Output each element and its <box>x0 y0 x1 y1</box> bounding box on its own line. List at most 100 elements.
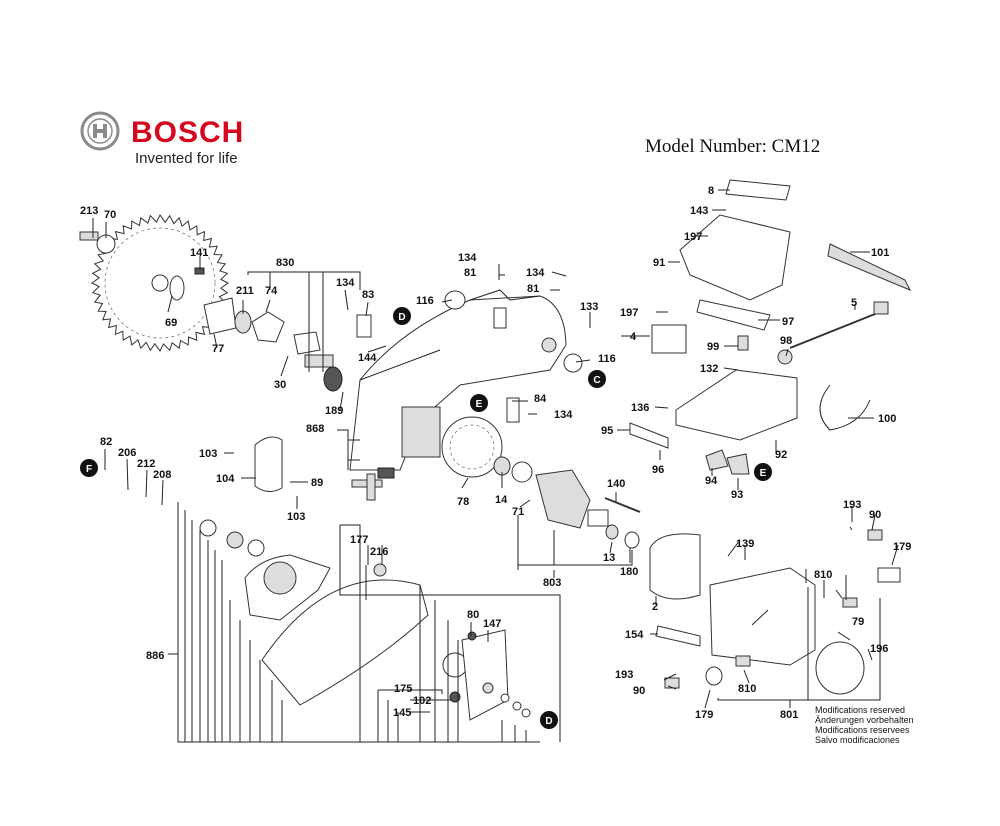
callout-82: 82 <box>100 436 112 448</box>
svg-text:D: D <box>398 312 405 323</box>
callout-5: 5 <box>851 297 857 309</box>
callout-886: 886 <box>146 650 164 662</box>
motor-housing <box>649 529 901 695</box>
callout-133: 133 <box>580 301 598 313</box>
callout-189: 189 <box>325 405 343 417</box>
callout-803: 803 <box>543 577 561 589</box>
callout-80: 80 <box>467 609 479 621</box>
callout-206: 206 <box>118 447 136 459</box>
callout-134-c: 134 <box>526 267 545 279</box>
reference-marker-f: F <box>80 459 98 477</box>
callout-103-b: 103 <box>287 511 305 523</box>
callout-868: 868 <box>306 423 324 435</box>
callout-830: 830 <box>276 257 294 269</box>
callout-211: 211 <box>236 285 254 297</box>
switch-handle-cover <box>629 179 912 475</box>
reference-markers: D C E F E D <box>80 307 772 729</box>
callout-145: 145 <box>393 707 411 719</box>
callout-103-a: 103 <box>199 448 217 460</box>
callout-8: 8 <box>708 185 714 197</box>
motor-armature <box>441 416 641 549</box>
modifications-notice: Modifications reserved Änderungen vorbeh… <box>815 705 914 745</box>
callout-104: 104 <box>216 473 235 485</box>
callout-69: 69 <box>165 317 177 329</box>
callout-30: 30 <box>274 379 286 391</box>
callout-84: 84 <box>534 393 547 405</box>
callout-92: 92 <box>775 449 787 461</box>
svg-text:E: E <box>476 399 483 410</box>
callout-90-a: 90 <box>869 509 881 521</box>
callout-810-b: 810 <box>738 683 756 695</box>
part-callouts: 213 70 141 69 830 211 74 77 30 134 83 11… <box>80 185 911 721</box>
callout-193-b: 193 <box>615 669 633 681</box>
callout-2: 2 <box>652 601 658 613</box>
callout-99: 99 <box>707 341 719 353</box>
blade-guard-upper-hardware <box>254 436 395 501</box>
reference-marker-d-bottom: D <box>540 711 558 729</box>
svg-text:E: E <box>760 468 767 479</box>
callout-91: 91 <box>653 257 665 269</box>
callout-89: 89 <box>311 477 323 489</box>
callout-14: 14 <box>495 494 508 506</box>
upper-arm-housing <box>349 289 583 471</box>
notice-line-es: Salvo modificaciones <box>815 735 900 745</box>
callout-134-a: 134 <box>336 277 355 289</box>
callout-143: 143 <box>690 205 708 217</box>
callout-74: 74 <box>265 285 278 297</box>
callout-147: 147 <box>483 618 501 630</box>
callout-4: 4 <box>630 331 637 343</box>
callout-208: 208 <box>153 469 171 481</box>
callout-94: 94 <box>705 475 718 487</box>
callout-96: 96 <box>652 464 664 476</box>
callout-102: 102 <box>413 695 431 707</box>
reference-marker-c: C <box>588 370 606 388</box>
callout-134-b: 134 <box>458 252 477 264</box>
callout-175: 175 <box>394 683 412 695</box>
callout-98: 98 <box>780 335 792 347</box>
callout-140: 140 <box>607 478 625 490</box>
callout-13: 13 <box>603 552 615 564</box>
callout-83: 83 <box>362 289 374 301</box>
lower-blade-guard <box>199 519 531 721</box>
callout-70: 70 <box>104 209 116 221</box>
callout-212: 212 <box>137 458 155 470</box>
callout-196: 196 <box>870 643 888 655</box>
bosch-logo <box>80 111 120 151</box>
callout-141: 141 <box>190 247 208 259</box>
callout-71: 71 <box>512 506 524 518</box>
callout-179-a: 179 <box>893 541 911 553</box>
callout-90-b: 90 <box>633 685 645 697</box>
callout-97: 97 <box>782 316 794 328</box>
svg-text:C: C <box>593 375 600 386</box>
callout-213: 213 <box>80 205 98 217</box>
callout-193-a: 193 <box>843 499 861 511</box>
callout-197-b: 197 <box>620 307 638 319</box>
notice-line-de: Änderungen vorbehalten <box>815 715 914 725</box>
svg-text:D: D <box>545 716 552 727</box>
callout-116-a: 116 <box>416 295 434 307</box>
reference-marker-e-left: E <box>470 394 488 412</box>
callout-81-b: 81 <box>527 283 539 295</box>
callout-136: 136 <box>631 402 649 414</box>
callout-77: 77 <box>212 343 224 355</box>
reference-marker-d-top: D <box>393 307 411 325</box>
callout-81-a: 81 <box>464 267 476 279</box>
callout-144: 144 <box>358 352 377 364</box>
callout-177: 177 <box>350 534 368 546</box>
callout-132: 132 <box>700 363 718 375</box>
callout-180: 180 <box>620 566 638 578</box>
callout-101: 101 <box>871 247 889 259</box>
reference-marker-e-right: E <box>754 463 772 481</box>
notice-line-en: Modifications reserved <box>815 705 905 715</box>
callout-100: 100 <box>878 413 896 425</box>
callout-116-b: 116 <box>598 353 616 365</box>
saw-blade <box>91 214 229 352</box>
callout-79: 79 <box>852 616 864 628</box>
callout-179-b: 179 <box>695 709 713 721</box>
callout-154: 154 <box>625 629 644 641</box>
callout-93: 93 <box>731 489 743 501</box>
callout-134-d: 134 <box>554 409 573 421</box>
svg-text:F: F <box>86 464 92 475</box>
